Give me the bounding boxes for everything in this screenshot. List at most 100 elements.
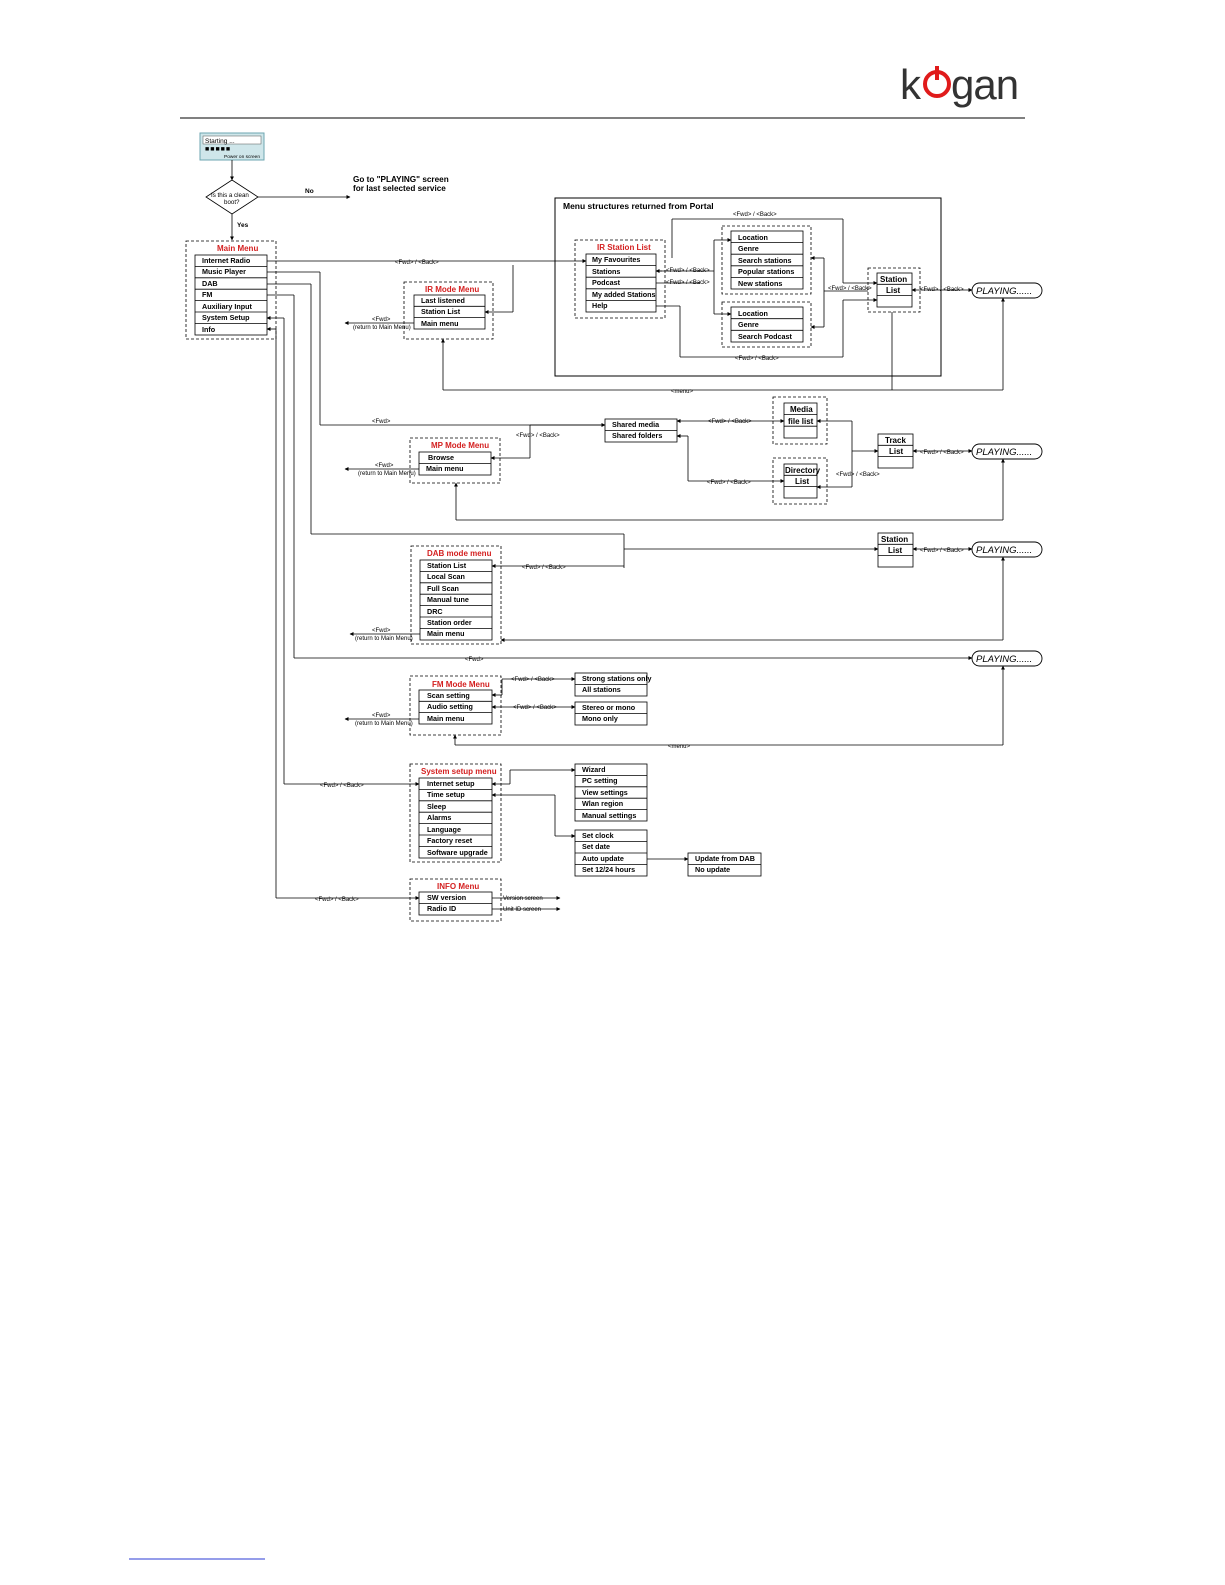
main-menu-title: Main Menu xyxy=(217,244,258,253)
ir-mode-menu: IR Mode Menu Last listened Station List … xyxy=(403,281,494,340)
stations-genre: Genre xyxy=(738,244,759,253)
svg-text:Manual settings: Manual settings xyxy=(582,811,636,820)
svg-text:Auto update: Auto update xyxy=(582,854,624,863)
svg-text:<Fwd>: <Fwd> xyxy=(372,419,391,425)
goto-playing-2: for last selected service xyxy=(353,184,446,193)
shared-folders: Shared folders xyxy=(612,431,662,440)
svg-text:Media: Media xyxy=(790,405,813,414)
svg-text:Mono only: Mono only xyxy=(582,714,618,723)
clean-boot-decision: Is this a clean boot? xyxy=(205,179,259,215)
power-on-caption: Power on screen xyxy=(224,154,260,160)
mp-main: Main menu xyxy=(426,464,464,473)
kogan-logo: k gan xyxy=(900,61,1019,108)
svg-text:PLAYING......: PLAYING...... xyxy=(976,286,1032,297)
svg-text:<Fwd> / <Back>: <Fwd> / <Back> xyxy=(733,212,777,218)
dab-station-order: Station order xyxy=(427,618,472,627)
system-menu-title: System setup menu xyxy=(421,767,497,776)
stations-submenu: Location Genre Search stations Popular s… xyxy=(721,225,812,295)
ir-station-list-box: Station List xyxy=(867,267,921,313)
stations-new: New stations xyxy=(738,279,782,288)
time-setup-submenu: Set clock Set date Auto update Set 12/24… xyxy=(574,829,648,877)
svg-text:<Fwd> / <Back>: <Fwd> / <Back> xyxy=(516,433,560,439)
no-label: No xyxy=(305,188,314,195)
dab-full-scan: Full Scan xyxy=(427,584,459,593)
svg-text:gan: gan xyxy=(951,61,1018,108)
ir-item-podcast: Podcast xyxy=(592,278,621,287)
svg-text:List: List xyxy=(795,477,810,486)
svg-text:<Fwd>: <Fwd> xyxy=(372,628,391,634)
stations-location: Location xyxy=(738,233,768,242)
scan-options: Strong stations only All stations xyxy=(574,672,651,697)
dab-main-menu: Main menu xyxy=(427,629,465,638)
dab-manual-tune: Manual tune xyxy=(427,595,469,604)
playing-oval-ir: PLAYING...... xyxy=(971,282,1043,299)
svg-text:<Fwd> / <Back>: <Fwd> / <Back> xyxy=(320,783,364,789)
auto-update-submenu: Update from DAB No update xyxy=(687,852,762,877)
ir-item-favourites: My Favourites xyxy=(592,255,640,264)
svg-text:No update: No update xyxy=(695,865,730,874)
svg-text:<Fwd> / <Back>: <Fwd> / <Back> xyxy=(735,356,779,362)
fm-scan-setting: Scan setting xyxy=(427,691,470,700)
dab-drc: DRC xyxy=(427,607,443,616)
svg-text:<Fwd> / <Back>: <Fwd> / <Back> xyxy=(836,472,880,478)
main-item-music-player: Music Player xyxy=(202,267,246,276)
shared-media: Shared media xyxy=(612,420,660,429)
svg-text:<menu>: <menu> xyxy=(671,389,694,395)
svg-text:Wlan region: Wlan region xyxy=(582,799,623,808)
track-list: Track List xyxy=(877,433,914,469)
svg-text:k: k xyxy=(900,61,922,108)
svg-text:<Fwd> / <Back>: <Fwd> / <Back> xyxy=(828,286,872,292)
sys-language: Language xyxy=(427,825,461,834)
dab-mode-title: DAB mode menu xyxy=(427,549,492,558)
ir-mode-title: IR Mode Menu xyxy=(425,285,479,294)
svg-text:List: List xyxy=(889,447,904,456)
main-item-info: Info xyxy=(202,325,216,334)
list-label-1: List xyxy=(886,286,901,295)
svg-text:Track: Track xyxy=(885,436,906,445)
info-menu-title: INFO Menu xyxy=(437,882,479,891)
svg-text:Is this a clean: Is this a clean xyxy=(211,192,249,199)
svg-text:(return to Main Menu): (return to Main Menu) xyxy=(355,636,413,642)
svg-text:Set clock: Set clock xyxy=(582,831,614,840)
fm-audio-setting: Audio setting xyxy=(427,702,473,711)
info-sw-version: SW version xyxy=(427,893,466,902)
mp-browse: Browse xyxy=(428,453,454,462)
svg-text:<Fwd> / <Back>: <Fwd> / <Back> xyxy=(708,419,752,425)
media-file-list: Media file list xyxy=(772,396,828,445)
main-item-dab: DAB xyxy=(202,279,218,288)
svg-text:List: List xyxy=(888,546,903,555)
shared-menu: Shared media Shared folders xyxy=(604,418,678,443)
portal-title: Menu structures returned from Portal xyxy=(563,201,714,211)
main-item-aux: Auxiliary Input xyxy=(202,302,253,311)
playing-oval-fm: PLAYING...... xyxy=(971,650,1043,667)
dab-station-list-box: Station List xyxy=(877,532,914,568)
svg-text:<Fwd> / <Back>: <Fwd> / <Back> xyxy=(666,280,710,286)
podcast-search: Search Podcast xyxy=(738,332,793,341)
svg-text:<menu>: <menu> xyxy=(668,744,691,750)
mp-mode-title: MP Mode Menu xyxy=(431,441,489,450)
svg-text:<Fwd>: <Fwd> xyxy=(375,463,394,469)
main-item-fm: FM xyxy=(202,290,212,299)
svg-text:<Fwd> / <Back>: <Fwd> / <Back> xyxy=(707,480,751,486)
svg-text:PLAYING......: PLAYING...... xyxy=(976,447,1032,458)
station-label-1: Station xyxy=(880,275,907,284)
main-item-system-setup: System Setup xyxy=(202,313,250,322)
internet-setup-submenu: Wizard PC setting View settings Wlan reg… xyxy=(574,763,648,822)
svg-text:<Fwd>: <Fwd> xyxy=(372,713,391,719)
svg-text:<Fwd> / <Back>: <Fwd> / <Back> xyxy=(513,705,557,711)
main-item-internet-radio: Internet Radio xyxy=(202,256,251,265)
ir-mode-main: Main menu xyxy=(421,319,459,328)
svg-text:Set date: Set date xyxy=(582,842,610,851)
svg-text:PC setting: PC setting xyxy=(582,776,618,785)
svg-text:Version screen: Version screen xyxy=(503,896,543,902)
ir-mode-last: Last listened xyxy=(421,296,465,305)
svg-text:PLAYING......: PLAYING...... xyxy=(976,654,1032,665)
info-menu: INFO Menu SW version Radio ID xyxy=(409,878,502,922)
yes-label: Yes xyxy=(237,222,249,229)
ir-item-added: My added Stations xyxy=(592,290,656,299)
svg-text:<Fwd> / <Back>: <Fwd> / <Back> xyxy=(395,260,439,266)
podcast-location: Location xyxy=(738,309,768,318)
fm-mode-menu: FM Mode Menu Scan setting Audio setting … xyxy=(409,675,502,736)
svg-text:<Fwd> / <Back>: <Fwd> / <Back> xyxy=(522,565,566,571)
goto-playing-1: Go to "PLAYING" screen xyxy=(353,175,449,184)
